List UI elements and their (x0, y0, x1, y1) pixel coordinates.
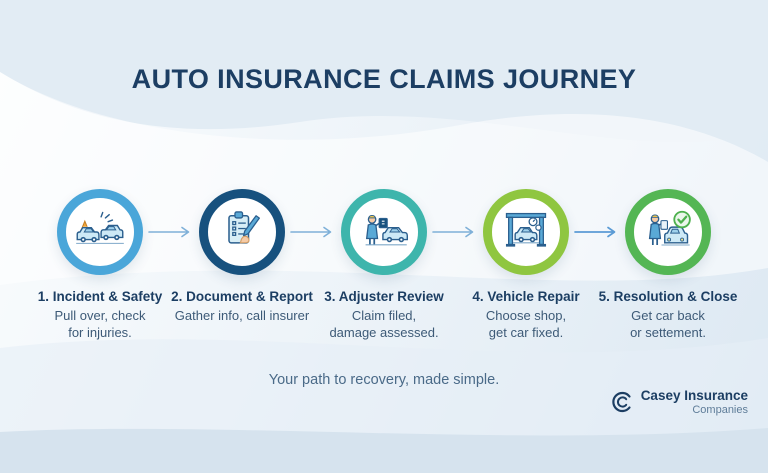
step-document-report: 2. Document & Report Gather info, call i… (171, 189, 313, 341)
clipboard-report-icon (228, 211, 260, 244)
step-3-circle (341, 189, 427, 275)
step-incident-safety: 1. Incident & Safety Pull over, check fo… (29, 189, 171, 341)
step-desc: Gather info, call insurer (174, 308, 310, 323)
flow-arrow-4 (574, 224, 620, 240)
claims-journey-steps: 1. Incident & Safety Pull over, check fo… (29, 189, 739, 341)
car-collision-icon (76, 211, 124, 244)
tagline: Your path to recovery, made simple. (268, 372, 500, 388)
step-desc: Claim filed, damage assessed. (329, 308, 439, 341)
step-label: 4. Vehicle Repair (472, 289, 580, 304)
step-label: 2. Document & Report (171, 289, 313, 304)
car-lift-icon (505, 212, 547, 247)
step-2-circle (199, 189, 285, 275)
flow-arrow-2 (290, 224, 336, 240)
step-desc: Get car back or settement. (630, 308, 706, 341)
step-label: 1. Incident & Safety (37, 289, 163, 304)
step-adjuster-review: 3. Adjuster Review Claim filed, damage a… (313, 189, 455, 341)
logo-company-name: Casey Insurance (640, 388, 748, 403)
step-resolution-close: 5. Resolution & Close Get car back or se… (597, 189, 739, 341)
casey-c-logo-icon (611, 392, 631, 413)
step-5-circle (625, 189, 711, 275)
handover-check-icon (648, 210, 691, 246)
step-label: 3. Adjuster Review (324, 289, 444, 304)
step-1-circle (57, 189, 143, 275)
step-vehicle-repair: 4. Vehicle Repair Choose shop, get car f… (455, 189, 597, 341)
logo-company-sub: Companies (692, 403, 748, 416)
step-desc: Choose shop, get car fixed. (485, 308, 567, 341)
step-4-circle (483, 189, 569, 275)
step-desc: Pull over, check for injuries. (54, 308, 146, 341)
page-title: AUTO INSURANCE CLAIMS JOURNEY (131, 64, 637, 94)
flow-arrow-1 (148, 224, 194, 240)
step-label: 5. Resolution & Close (598, 289, 738, 304)
flow-arrow-3 (432, 224, 478, 240)
company-logo: Casey Insurance Companies (610, 388, 748, 416)
adjuster-inspection-icon (365, 215, 408, 246)
logo-text: Casey Insurance Companies (641, 388, 748, 416)
